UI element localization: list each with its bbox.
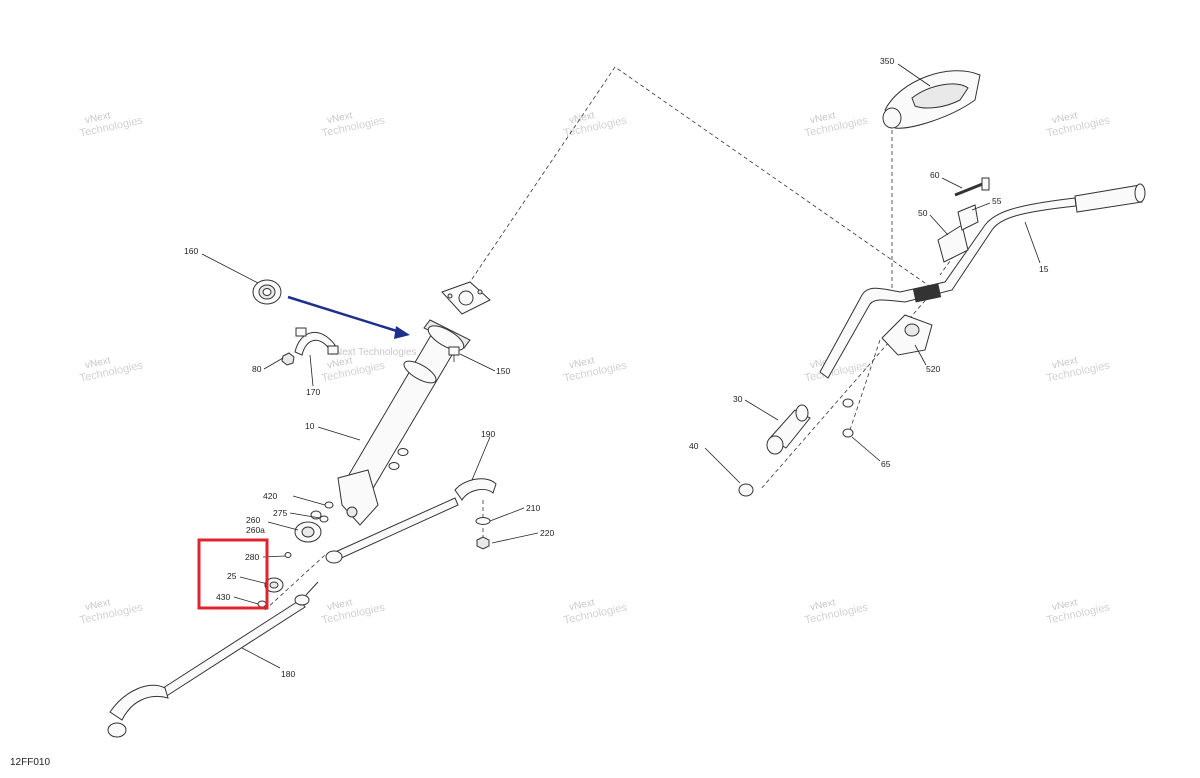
part-180-tie-rod [107,581,319,738]
part-170-clamp [294,327,339,356]
direction-arrow [287,295,410,339]
svg-text:vNext: vNext [568,110,596,126]
svg-text:vNext: vNext [568,597,596,613]
callout-420: 420 [263,491,277,501]
watermark: vNext Technologies [79,110,145,140]
watermark: vNext Technologies [1046,110,1112,140]
part-60-50-55-clamp-hardware [937,177,990,263]
callout-430: 430 [216,592,230,602]
part-65-nut [842,398,854,438]
highlight-box [197,538,269,610]
diagram-code: 12FF010 [10,757,50,768]
callout-220: 220 [540,528,554,538]
callout-25: 25 [227,571,237,581]
svg-text:vNext: vNext [809,110,837,126]
svg-text:vNext: vNext [1051,597,1079,613]
small-hardware [257,448,409,608]
callout-260a: 260a [246,525,265,535]
watermark: vNext Technologies [79,355,145,385]
watermark: vNext Technologies [321,597,387,627]
svg-text:vNext: vNext [1051,355,1079,371]
callout-50: 50 [918,208,928,218]
watermark: vNext Technologies [1046,597,1112,627]
svg-text:vNext: vNext [326,355,354,371]
callout-labels: 160 80 170 150 10 190 420 275 260 260a 2… [184,56,1049,679]
watermark: vNext Technologies [321,110,387,140]
watermark-inline: vNext Technologies [330,347,417,358]
callout-190: 190 [481,429,495,439]
leader-lines [201,63,1041,669]
svg-text:vNext: vNext [326,597,354,613]
callout-260: 260 [246,515,260,525]
callout-150: 150 [496,366,510,376]
watermark-layer: vNext Technologies vNext Technologies vN… [79,110,1112,627]
part-190-tie-rod [325,478,497,564]
svg-text:vNext: vNext [84,597,112,613]
callout-520: 520 [926,364,940,374]
callout-280: 280 [245,552,259,562]
callout-15: 15 [1039,264,1049,274]
part-80-nut [281,352,295,366]
callout-275: 275 [273,508,287,518]
callout-10: 10 [305,421,315,431]
part-150-bolt [448,346,460,362]
part-210-220-hardware [475,517,491,550]
callout-180: 180 [281,669,295,679]
assembly-dashed-lines [264,66,959,611]
part-15-handlebar [819,183,1146,379]
svg-text:vNext: vNext [809,597,837,613]
callout-350: 350 [880,56,894,66]
callout-170: 170 [306,387,320,397]
svg-text:vNext: vNext [84,355,112,371]
part-520-clamp [881,314,933,356]
watermark: vNext Technologies [79,597,145,627]
watermark: vNext Technologies [1046,355,1112,385]
watermark: vNext Technologies [563,355,629,385]
callout-60: 60 [930,170,940,180]
callout-55: 55 [992,196,1002,206]
part-160-bushing [252,279,282,305]
callout-40: 40 [689,441,699,451]
watermark: vNext Technologies [804,110,870,140]
callout-30: 30 [733,394,743,404]
steering-column [337,281,491,526]
svg-text:vNext: vNext [326,110,354,126]
callout-160: 160 [184,246,198,256]
callout-210: 210 [526,503,540,513]
svg-text:vNext: vNext [84,110,112,126]
svg-text:vNext: vNext [568,355,596,371]
part-350-handlebar-pad [882,70,981,129]
watermark: vNext Technologies [563,110,629,140]
watermark: vNext Technologies [563,597,629,627]
watermark: vNext Technologies [804,597,870,627]
part-30-grip [766,404,811,455]
callout-65: 65 [881,459,891,469]
callout-80: 80 [252,364,262,374]
svg-text:vNext: vNext [1051,110,1079,126]
part-40-bar-end [738,483,754,497]
